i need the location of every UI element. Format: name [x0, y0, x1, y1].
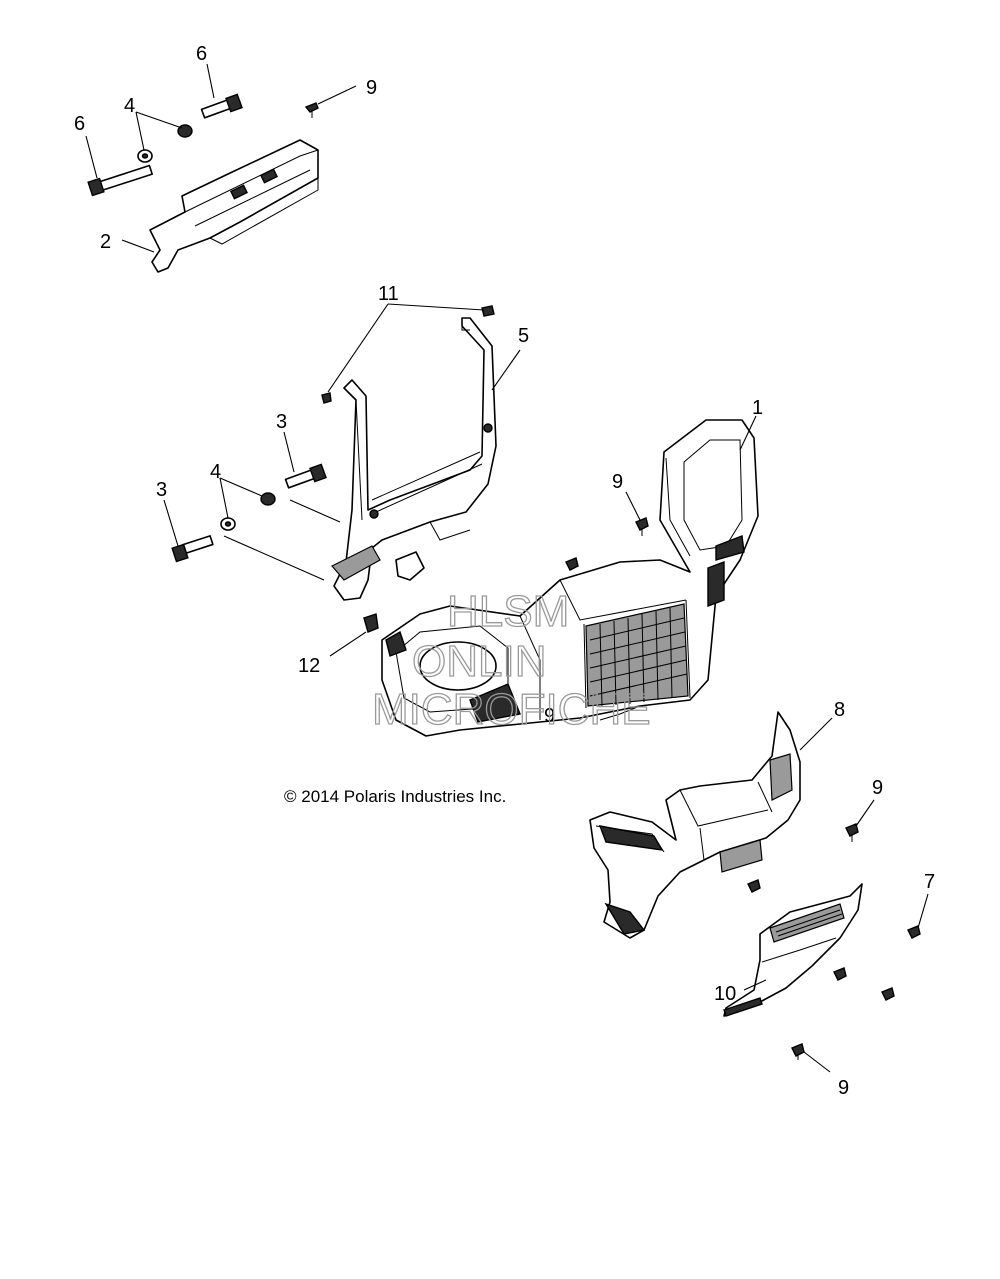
washer-part-4-middle — [220, 517, 236, 531]
callout-9-top: 9 — [366, 77, 377, 99]
screw-part-9-top — [304, 102, 319, 118]
callout-4-middle: 4 — [210, 461, 221, 483]
screw-part-9-bottom — [791, 1043, 805, 1060]
callout-6-left: 6 — [74, 113, 85, 135]
callout-10: 10 — [714, 983, 736, 1005]
callout-labels: 6 6 4 9 2 11 5 1 3 9 3 4 12 8 9 7 10 9 9 — [74, 43, 935, 1099]
bracket-part-2 — [149, 139, 319, 273]
callout-9-bumper: 9 — [872, 777, 883, 799]
callout-9-grille: 9 — [544, 705, 555, 727]
lower-bumper-part-8 — [589, 711, 801, 939]
callout-9-fascia: 9 — [612, 471, 623, 493]
screw-part-9-fascia-center — [565, 557, 579, 571]
callout-9-bottom: 9 — [838, 1077, 849, 1099]
callout-1: 1 — [752, 397, 763, 419]
screw-part-9-bumper-lower — [747, 879, 761, 893]
callout-4-top: 4 — [124, 95, 135, 117]
callout-7: 7 — [924, 871, 935, 893]
callout-3-upper: 3 — [276, 411, 287, 433]
callout-11: 11 — [378, 283, 399, 305]
callout-12: 12 — [298, 655, 320, 677]
bolt-part-6-left — [87, 164, 153, 197]
rivet-part-11-left — [321, 392, 332, 404]
skid-plate-part-10 — [723, 883, 863, 1017]
watermark-line-1: HLSM — [447, 587, 569, 636]
nut-part-4-middle — [260, 492, 276, 506]
leader-lines — [85, 63, 929, 1073]
watermark-line-2: ONLIN — [412, 637, 546, 686]
callout-6-top: 6 — [196, 43, 207, 65]
callout-2: 2 — [100, 231, 111, 253]
washer-part-4-top — [137, 149, 153, 163]
frame-part-5 — [331, 317, 497, 601]
callout-8: 8 — [834, 699, 845, 721]
rivet-part-11-right — [481, 305, 495, 317]
nut-part-12 — [363, 613, 379, 633]
watermark-line-3: MICROFICHE — [372, 685, 651, 734]
screw-part-9-bumper — [845, 823, 859, 842]
screw-part-9-skid-a — [833, 967, 847, 981]
bolt-part-6-right — [200, 93, 243, 119]
bolt-part-3-lower — [171, 535, 214, 563]
watermark: HLSM ONLIN MICROFICHE — [371, 586, 651, 734]
screw-part-7 — [907, 925, 921, 939]
callout-3-lower: 3 — [156, 479, 167, 501]
screw-part-9-fascia-right — [635, 517, 649, 536]
grille-mesh — [585, 603, 689, 707]
bolt-part-3-upper — [284, 463, 327, 489]
screw-part-9-skid-b — [881, 987, 895, 1001]
copyright-notice: © 2014 Polaris Industries Inc. — [284, 787, 506, 806]
callout-5: 5 — [518, 325, 529, 347]
